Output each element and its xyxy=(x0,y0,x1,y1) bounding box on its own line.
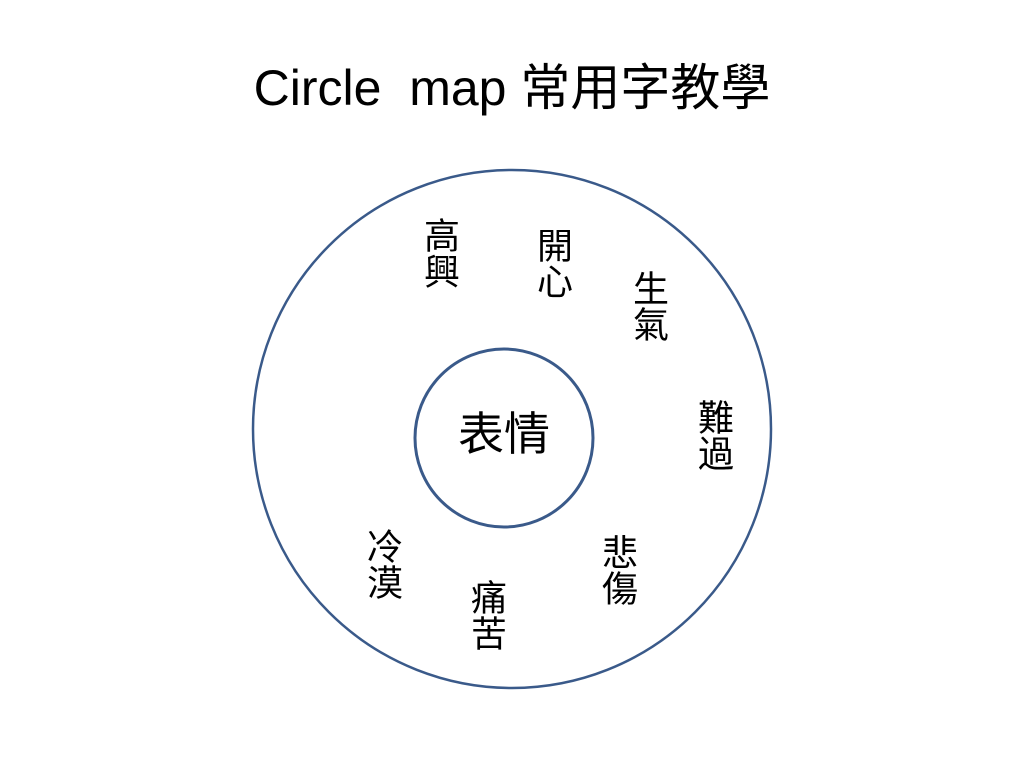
outer-circle xyxy=(251,168,773,690)
outer-item-beishang: 悲傷 xyxy=(596,534,637,606)
page-title: Circle map 常用字教學 xyxy=(0,58,1024,118)
outer-item-shengqi: 生氣 xyxy=(627,270,668,342)
outer-item-tongku: 痛苦 xyxy=(465,579,506,651)
title-latin: Circle map xyxy=(253,60,521,116)
inner-circle xyxy=(413,347,595,529)
outer-item-nanguo: 難過 xyxy=(692,399,733,471)
outer-item-kaixin: 開心 xyxy=(531,227,572,299)
outer-item-gaoxing: 高興 xyxy=(418,217,459,289)
center-topic: 表情 xyxy=(458,407,550,461)
outer-item-lengmo: 冷漠 xyxy=(361,528,402,600)
title-cjk: 常用字教學 xyxy=(520,59,771,117)
